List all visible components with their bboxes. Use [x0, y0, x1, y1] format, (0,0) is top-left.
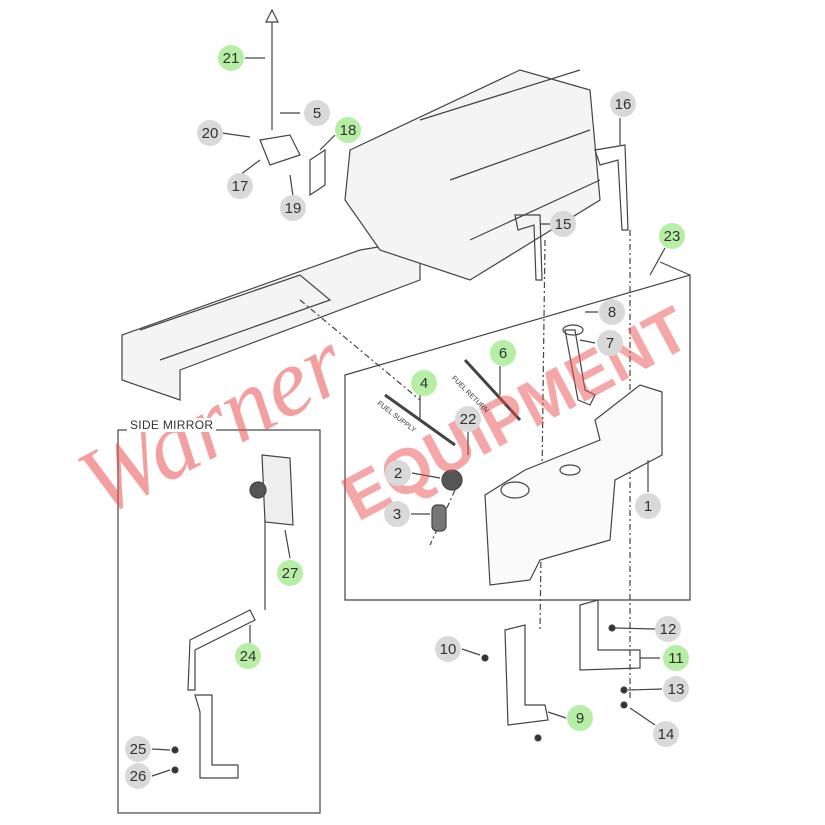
- part-callout-25: 25: [125, 736, 151, 762]
- part-callout-11: 11: [663, 645, 689, 671]
- fuel-return-tube: [463, 358, 522, 422]
- part-callout-22: 22: [455, 406, 481, 432]
- part-callout-12: 12: [655, 616, 681, 642]
- fuel-cap: [441, 469, 463, 491]
- transmission: [344, 69, 601, 281]
- part-callout-24: 24: [235, 643, 261, 669]
- part-callout-2: 2: [385, 460, 411, 486]
- part-callout-17: 17: [227, 173, 253, 199]
- fuel-sender: [564, 329, 596, 406]
- side-mirror-title: SIDE MIRROR: [127, 418, 217, 432]
- mount-18: [259, 134, 326, 197]
- bracket-15: [514, 214, 543, 281]
- bracket-16: [594, 144, 629, 231]
- part-callout-20: 20: [197, 120, 223, 146]
- step-9: [504, 624, 549, 726]
- part-callout-21: 21: [218, 45, 244, 71]
- part-callout-1: 1: [635, 493, 661, 519]
- side-mirror-box: [117, 429, 321, 814]
- part-callout-8: 8: [599, 299, 625, 325]
- part-callout-14: 14: [653, 721, 679, 747]
- part-callout-18: 18: [335, 117, 361, 143]
- part-callout-4: 4: [411, 370, 437, 396]
- part-callout-16: 16: [610, 91, 636, 117]
- fuel-tank-box: [344, 274, 691, 601]
- part-callout-23: 23: [659, 223, 685, 249]
- mirror-bracket: [194, 694, 239, 779]
- step-11: [579, 599, 641, 671]
- mirror: [261, 454, 294, 526]
- part-callout-19: 19: [280, 195, 306, 221]
- part-callout-7: 7: [597, 330, 623, 356]
- part-callout-13: 13: [663, 676, 689, 702]
- frame-rail: [121, 239, 421, 401]
- part-callout-10: 10: [435, 636, 461, 662]
- mirror-arm: [187, 609, 256, 691]
- part-callout-5: 5: [304, 100, 330, 126]
- part-callout-3: 3: [384, 501, 410, 527]
- part-callout-26: 26: [125, 763, 151, 789]
- fuel-tank: [484, 384, 663, 586]
- part-callout-27: 27: [277, 560, 303, 586]
- part-callout-15: 15: [550, 211, 576, 237]
- part-callout-6: 6: [490, 340, 516, 366]
- strainer: [431, 504, 447, 532]
- part-callout-9: 9: [567, 705, 593, 731]
